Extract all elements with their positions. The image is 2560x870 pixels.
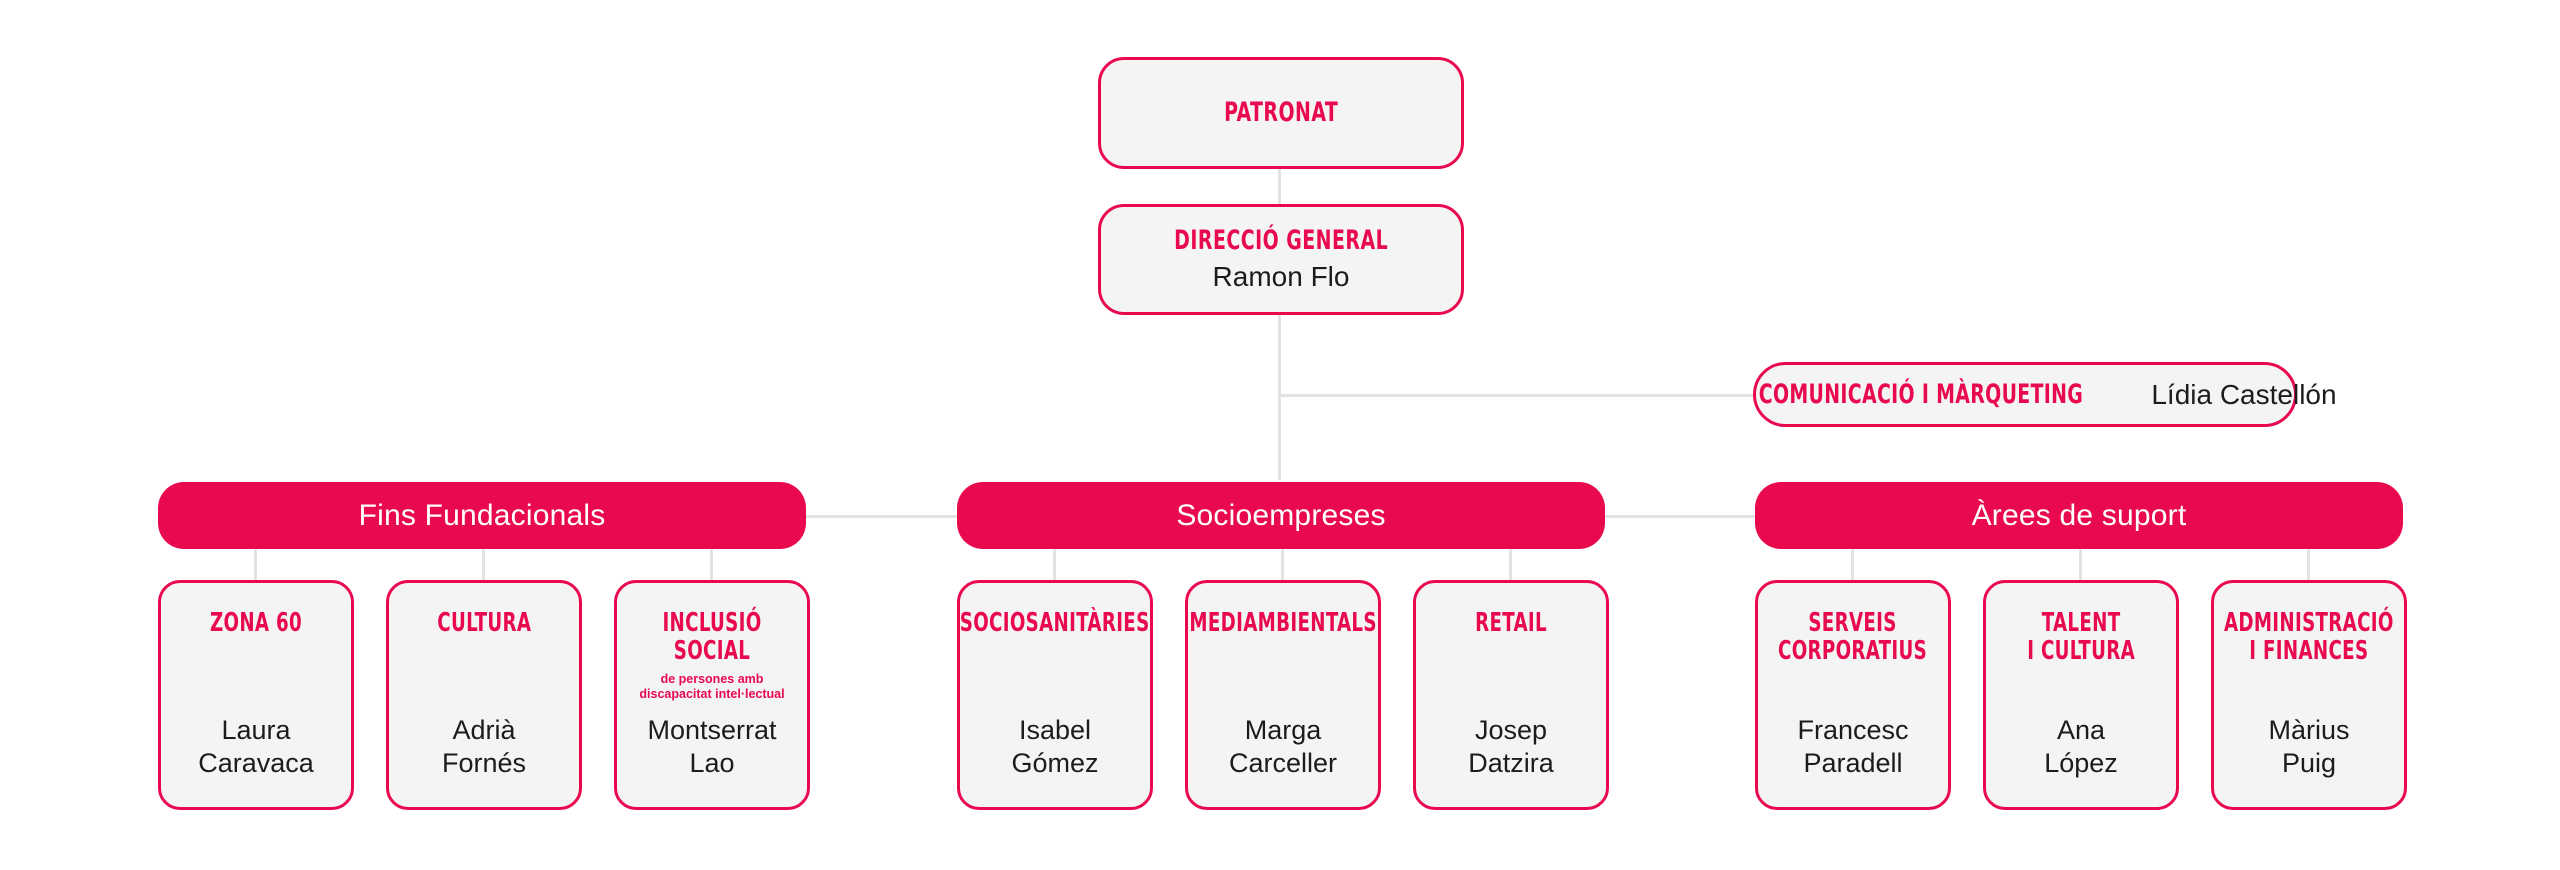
node-patronat[interactable]: PATRONAT [1098,57,1464,169]
card-administracio-i-finances-title: ADMINISTRACIÓ I FINANCES [2224,608,2394,667]
node-comunicacio-person: Lídia Castellón [2151,378,2337,410]
card-retail[interactable]: RETAIL Josep Datzira [1413,580,1609,810]
connector-board-to-direction [1278,169,1281,204]
card-serveis-corporatius[interactable]: SERVEIS CORPORATIUS Francesc Paradell [1755,580,1951,810]
card-talent-i-cultura-title: TALENT I CULTURA [2027,608,2135,667]
node-patronat-title: PATRONAT [1223,97,1339,129]
card-inclusio-social-subtitle: de persones amb discapacitat intel·lectu… [639,672,785,701]
card-talent-i-cultura-person: Ana López [2044,715,2118,778]
banner-fins-fundacionals[interactable]: Fins Fundacionals [158,482,806,549]
node-direccio-general-person: Ramon Flo [1212,261,1350,293]
banner-socioempreses-label: Socioempreses [1176,498,1386,532]
connector-group1-unit3 [710,548,713,580]
card-mediambientals-person: Marga Carceller [1228,715,1338,778]
connector-group1-unit1 [254,548,257,580]
card-inclusio-social-title: INCLUSIÓ SOCIAL [662,608,762,667]
connector-group3-unit1 [1851,548,1854,580]
banner-socioempreses[interactable]: Socioempreses [957,482,1605,549]
card-talent-i-cultura[interactable]: TALENT I CULTURA Ana López [1983,580,2179,810]
card-mediambientals[interactable]: MEDIAMBIENTALS Marga Carceller [1185,580,1381,810]
card-retail-person: Josep Datzira [1468,715,1554,778]
connector-trunk-to-communication [1278,394,1755,397]
connector-group3-unit3 [2307,548,2310,580]
node-direccio-general[interactable]: DIRECCIÓ GENERAL Ramon Flo [1098,204,1464,315]
card-administracio-i-finances-person: Màrius Puig [2268,715,2350,778]
card-cultura-title: CULTURA [436,608,532,638]
banner-arees-de-suport[interactable]: Àrees de suport [1755,482,2403,549]
card-cultura-person: Adrià Fornés [441,715,527,778]
node-comunicacio-title: COMUNICACIÓ I MÀRQUETING [1759,379,2084,410]
card-administracio-i-finances[interactable]: ADMINISTRACIÓ I FINANCES Màrius Puig [2211,580,2407,810]
node-comunicacio-marqueting[interactable]: COMUNICACIÓ I MÀRQUETING Lídia Castellón [1753,362,2337,427]
card-sociosanitaries-person: Isabel Gómez [1011,715,1099,778]
card-retail-title: RETAIL [1475,608,1547,638]
connector-direction-trunk [1278,315,1281,480]
card-inclusio-social-person: Montserrat Lao [647,715,777,778]
node-direccio-general-title: DIRECCIÓ GENERAL [1174,224,1388,256]
card-cultura[interactable]: CULTURA Adrià Fornés [386,580,582,810]
card-inclusio-social[interactable]: INCLUSIÓ SOCIAL de persones amb discapac… [614,580,810,810]
card-mediambientals-title: MEDIAMBIENTALS [1189,608,1377,638]
connector-group2-unit1 [1053,548,1056,580]
card-zona-60-person: Laura Caravaca [198,715,314,778]
card-serveis-corporatius-person: Francesc Paradell [1797,715,1909,778]
card-sociosanitaries[interactable]: SOCIOSANITÀRIES Isabel Gómez [957,580,1153,810]
banner-fins-fundacionals-label: Fins Fundacionals [358,498,606,532]
connector-group2-unit3 [1509,548,1512,580]
card-zona-60[interactable]: ZONA 60 Laura Caravaca [158,580,354,810]
connector-group3-unit2 [2079,548,2082,580]
banner-arees-de-suport-label: Àrees de suport [1971,498,2187,532]
card-zona-60-title: ZONA 60 [209,608,303,638]
card-serveis-corporatius-title: SERVEIS CORPORATIUS [1778,608,1928,667]
connector-group1-unit2 [482,548,485,580]
card-sociosanitaries-title: SOCIOSANITÀRIES [960,608,1150,638]
connector-group2-unit2 [1281,548,1284,580]
